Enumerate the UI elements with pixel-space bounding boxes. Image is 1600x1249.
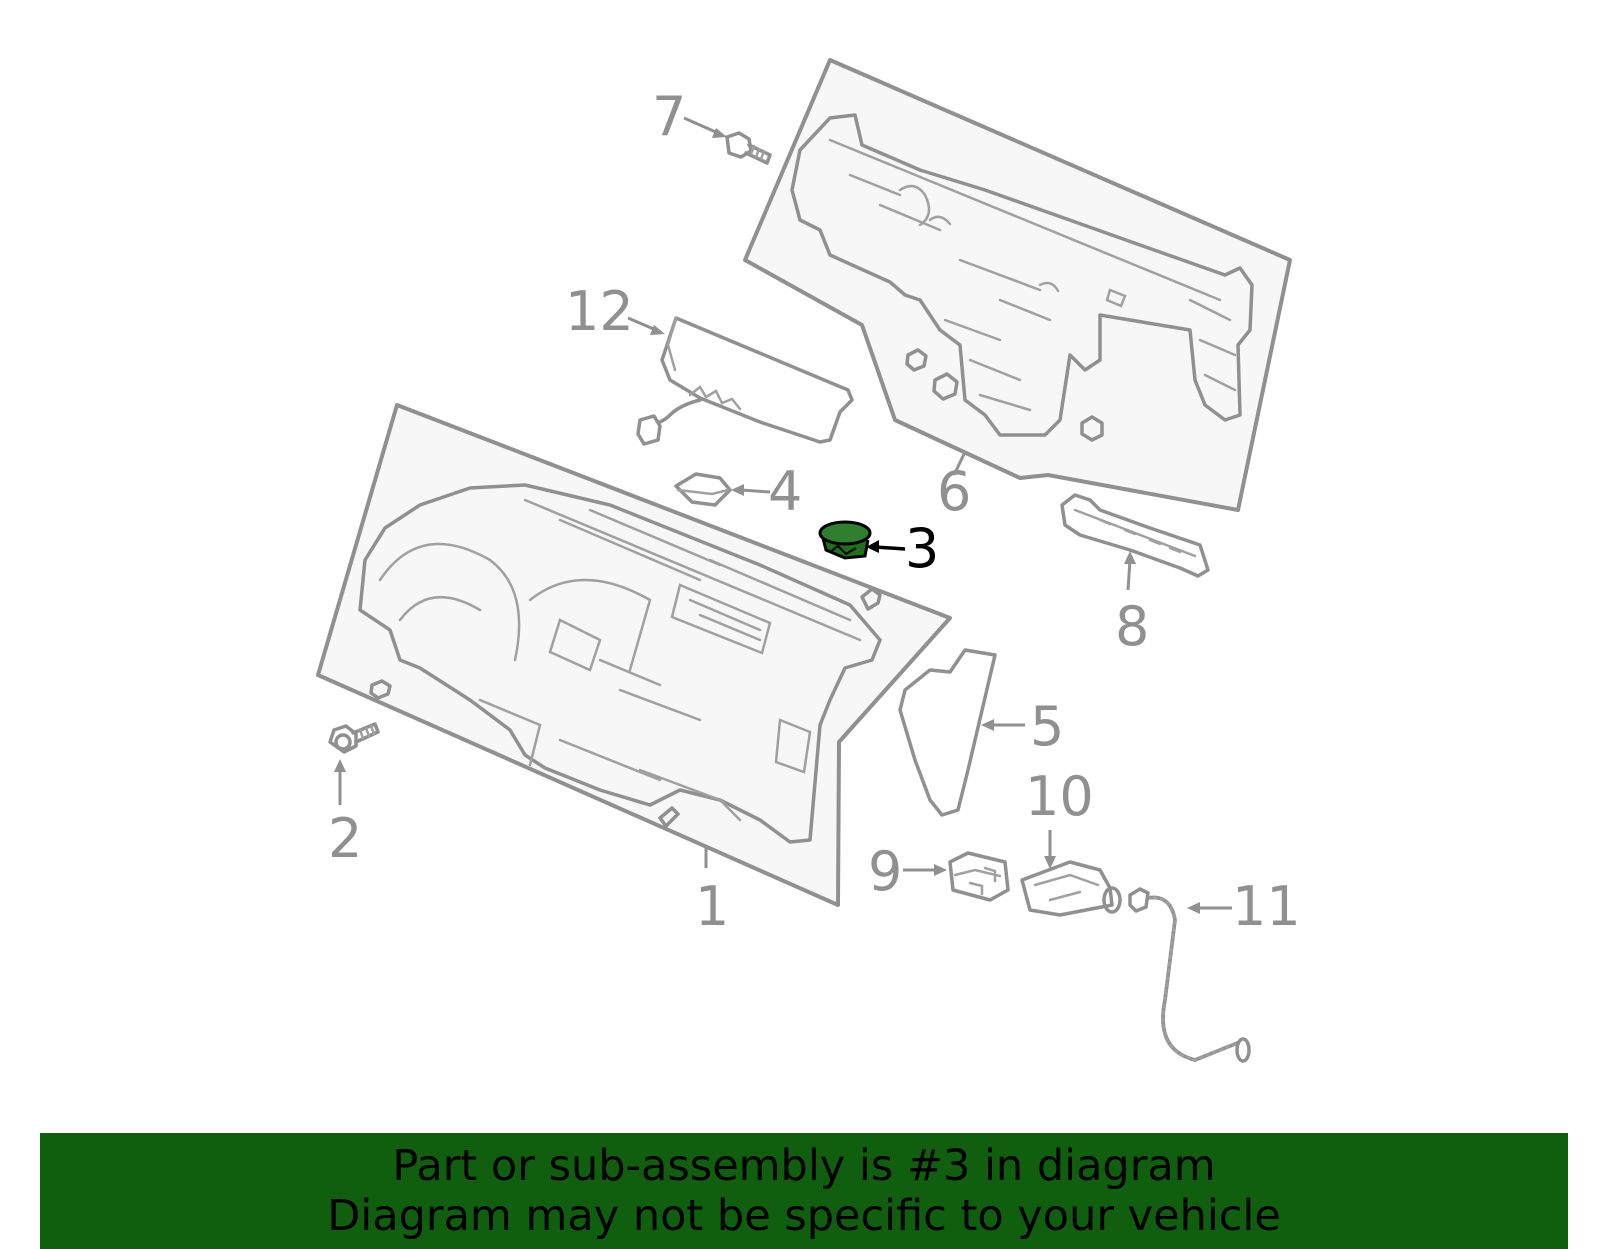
callout-2: 2 [328,807,362,870]
part-4-clip [674,472,732,507]
callout-3: 3 [905,517,939,580]
callout-8: 8 [1115,595,1149,658]
part-8-bracket [1060,493,1210,578]
part-7-bolt [725,131,772,165]
callout-9: 9 [868,840,902,903]
callout-4: 4 [768,460,802,523]
part-11-hose [1128,887,1251,1063]
leader-lines [334,116,1232,914]
part-10-sensor [1020,860,1122,917]
callout-labels: 7 12 4 3 6 8 5 10 2 9 11 1 [328,85,1301,938]
banner-line-part-number: Part or sub-assembly is #3 in diagram [392,1141,1216,1191]
part-1-instrument-panel [316,403,952,907]
info-banner: Part or sub-assembly is #3 in diagram Di… [40,1133,1568,1249]
part-9-switch [948,851,1010,902]
callout-1: 1 [695,875,729,938]
banner-line-disclaimer: Diagram may not be specific to your vehi… [327,1191,1281,1241]
part-3-highlighted [818,520,872,560]
part-6-reinforcement [743,58,1292,512]
callout-6: 6 [937,460,971,523]
callout-11: 11 [1232,875,1301,938]
callout-12: 12 [565,280,634,343]
callout-7: 7 [652,85,686,148]
part-12-airbag [636,316,854,446]
part-2-bolt [328,722,380,754]
part-5-side-cover [898,648,997,817]
callout-10: 10 [1025,765,1094,828]
callout-5: 5 [1030,695,1064,758]
